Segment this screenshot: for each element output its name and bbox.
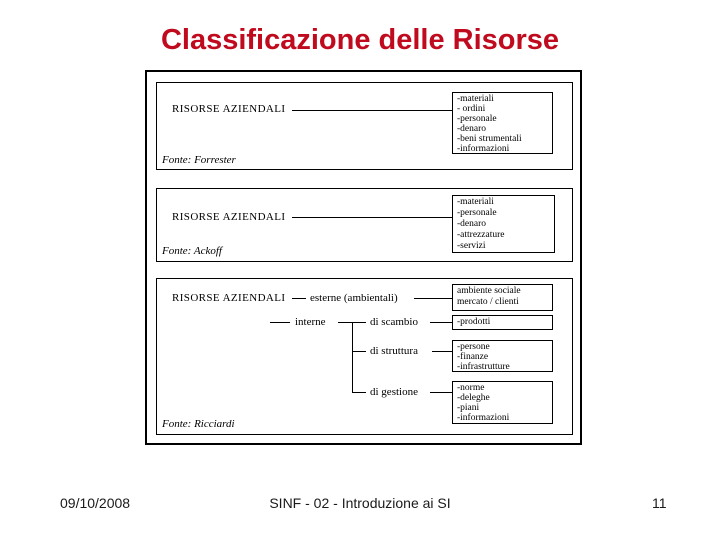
tree-trunk-line bbox=[352, 322, 353, 393]
branch-label-scambio: di scambio bbox=[370, 316, 418, 328]
connector-line bbox=[414, 298, 452, 299]
gestione-list-box: -norme -deleghe -piani -informazioni bbox=[452, 381, 553, 424]
list-item: -denaro bbox=[457, 124, 487, 134]
connector-line bbox=[352, 392, 366, 393]
connector-line bbox=[432, 351, 452, 352]
forrester-root-label: RISORSE AZIENDALI bbox=[172, 103, 286, 115]
list-item: -servizi bbox=[457, 241, 486, 251]
connector-line bbox=[292, 298, 306, 299]
list-item: -norme bbox=[457, 383, 485, 393]
list-item: -infrastrutture bbox=[457, 362, 510, 372]
list-item: -deleghe bbox=[457, 393, 490, 403]
list-item: -piani bbox=[457, 403, 480, 413]
list-item: -denaro bbox=[457, 219, 487, 229]
list-item: -attrezzature bbox=[457, 230, 505, 240]
list-item: -informazioni bbox=[457, 413, 510, 423]
list-item: -personale bbox=[457, 208, 497, 218]
source-label-forrester: Fonte: Forrester bbox=[162, 154, 236, 166]
footer-page-number: 11 bbox=[652, 495, 667, 511]
list-item: ambiente sociale bbox=[457, 286, 521, 296]
list-item: -informazioni bbox=[457, 144, 510, 154]
list-item: mercato / clienti bbox=[457, 297, 519, 307]
slide-title: Classificazione delle Risorse bbox=[160, 24, 560, 56]
scambio-list-box: -prodotti bbox=[452, 315, 553, 330]
ackoff-resource-list-box: -materiali -personale -denaro -attrezzat… bbox=[452, 195, 555, 253]
branch-label-struttura: di struttura bbox=[370, 345, 418, 357]
list-item: -personale bbox=[457, 114, 497, 124]
connector-line bbox=[352, 322, 366, 323]
connector-line bbox=[352, 351, 366, 352]
ackoff-root-label: RISORSE AZIENDALI bbox=[172, 211, 286, 223]
connector-line bbox=[430, 322, 452, 323]
list-item: -beni strumentali bbox=[457, 134, 522, 144]
branch-label-gestione: di gestione bbox=[370, 386, 418, 398]
struttura-list-box: -persone -finanze -infrastrutture bbox=[452, 340, 553, 372]
source-label-ricciardi: Fonte: Ricciardi bbox=[162, 418, 235, 430]
forrester-resource-list-box: -materiali - ordini -personale -denaro -… bbox=[452, 92, 553, 154]
list-item: -materiali bbox=[457, 94, 494, 104]
esterne-list-box: ambiente sociale mercato / clienti bbox=[452, 284, 553, 311]
list-item: - ordini bbox=[457, 104, 486, 114]
list-item: -finanze bbox=[457, 352, 489, 362]
connector-line bbox=[338, 322, 352, 323]
esterne-node-label: esterne (ambientali) bbox=[310, 292, 398, 304]
connector-line bbox=[292, 217, 452, 218]
list-item: -prodotti bbox=[457, 317, 491, 327]
footer-course-title: SINF - 02 - Introduzione ai SI bbox=[269, 495, 451, 511]
connector-line bbox=[292, 110, 452, 111]
connector-line bbox=[270, 322, 290, 323]
source-label-ackoff: Fonte: Ackoff bbox=[162, 245, 222, 257]
ricciardi-root-label: RISORSE AZIENDALI bbox=[172, 292, 286, 304]
interne-node-label: interne bbox=[295, 316, 326, 328]
list-item: -materiali bbox=[457, 197, 494, 207]
list-item: -persone bbox=[457, 342, 490, 352]
footer-date: 09/10/2008 bbox=[60, 495, 131, 511]
connector-line bbox=[430, 392, 452, 393]
